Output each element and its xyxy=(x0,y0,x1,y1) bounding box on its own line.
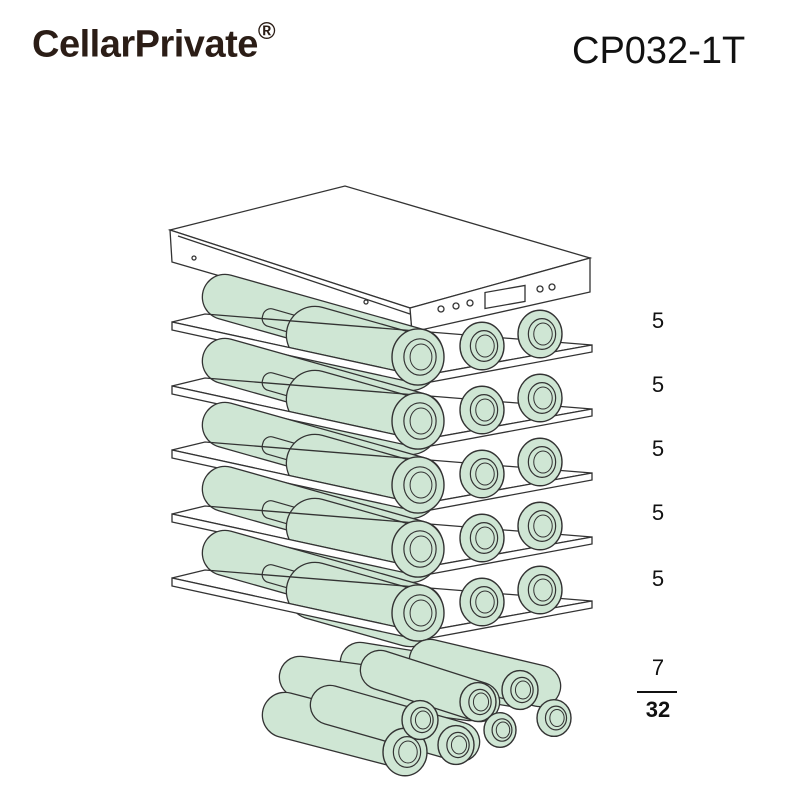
bottle-base xyxy=(483,712,517,748)
bottle-punt xyxy=(403,338,437,376)
bottle-punt xyxy=(527,446,557,479)
shelf-1 xyxy=(171,273,593,392)
bottle-punt-inner xyxy=(533,514,553,538)
bottle-punt xyxy=(403,466,437,504)
bottle-punt-inner xyxy=(495,721,511,739)
registered-mark: ® xyxy=(257,18,276,45)
bottle-punt-inner xyxy=(475,462,495,486)
bottle-punt xyxy=(469,330,499,363)
shelf-3 xyxy=(171,401,593,520)
bottom-bottle-stack xyxy=(261,638,572,777)
bottom-count: 7 xyxy=(651,655,665,680)
bottle-punt xyxy=(469,394,499,427)
total-count: 32 xyxy=(645,697,671,722)
bottle-punt xyxy=(392,735,422,768)
bottle-punt xyxy=(469,458,499,491)
bottle-punt xyxy=(410,706,434,734)
bottle-punt-inner xyxy=(475,334,495,358)
model-number: CP032-1T xyxy=(572,30,746,72)
shelf-count-1: 5 xyxy=(651,308,665,333)
rack-frame-side xyxy=(419,600,593,641)
bottle-punt-inner xyxy=(409,535,433,563)
bottle-punt xyxy=(403,594,437,632)
bottle-punt-inner xyxy=(475,526,495,550)
bottle-punt-inner xyxy=(533,578,553,602)
bottle-punt xyxy=(527,510,557,543)
bottle-punt xyxy=(527,573,557,606)
sum-line xyxy=(637,691,677,693)
bottle-punt xyxy=(544,705,568,731)
bottle-punt-inner xyxy=(450,735,468,755)
bottle-punt xyxy=(403,530,437,568)
brand-name: CellarPrivate xyxy=(32,23,258,66)
shelf-count-3: 5 xyxy=(651,436,665,461)
bottle-punt-inner xyxy=(409,599,433,627)
shelf-5 xyxy=(171,529,593,648)
rack-frame-side xyxy=(419,536,593,577)
bottle-punt-inner xyxy=(414,710,432,730)
bottle-base xyxy=(536,698,572,738)
bottle-punt xyxy=(468,688,492,716)
rack-frame-side xyxy=(419,472,593,513)
bottle-body xyxy=(311,686,479,761)
bottle-punt-inner xyxy=(475,398,495,422)
bottle-punt xyxy=(527,382,557,415)
bottle-punt-inner xyxy=(472,692,490,712)
bottle-punt xyxy=(510,676,534,704)
bottle-punt xyxy=(469,585,499,618)
bottle-punt xyxy=(469,521,499,554)
bottle-punt-inner xyxy=(549,709,565,727)
rack-frame-side xyxy=(419,408,593,449)
bottle-punt-inner xyxy=(533,450,553,474)
bottle-punt-inner xyxy=(409,407,433,435)
bottle-punt-inner xyxy=(475,590,495,614)
shelf-2 xyxy=(171,337,593,456)
bottle-punt xyxy=(446,731,470,759)
bottle-punt-inner xyxy=(409,343,433,371)
bottle-punt-inner xyxy=(409,471,433,499)
shelf-count-2: 5 xyxy=(651,372,665,397)
bottle-punt-inner xyxy=(533,322,553,346)
brand-logo: CellarPrivate® xyxy=(32,18,276,67)
bottle-punt-inner xyxy=(533,386,553,410)
shelf-count-5: 5 xyxy=(651,566,665,591)
bottle-punt-inner xyxy=(398,740,418,764)
bottle-punt xyxy=(403,402,437,440)
rack-frame-side xyxy=(419,344,593,385)
bottle-punt-inner xyxy=(514,680,532,700)
bottle-punt xyxy=(527,318,557,351)
bottle-punt xyxy=(491,718,513,742)
shelf-count-4: 5 xyxy=(651,500,665,525)
shelf-4 xyxy=(171,465,593,584)
